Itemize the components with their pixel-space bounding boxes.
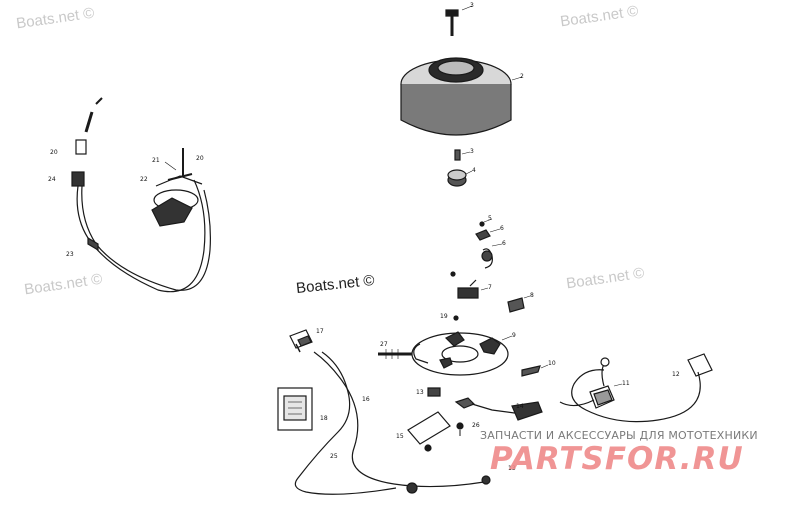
decal-part [277, 387, 313, 431]
callout-label: 6 [502, 240, 506, 247]
callout-label: 17 [316, 328, 324, 335]
left-harness [71, 97, 211, 293]
callout-label: 3 [470, 2, 474, 9]
callout-label: 20 [196, 155, 204, 162]
callout-label: 18 [320, 415, 328, 422]
spark-plug-lead [559, 353, 713, 423]
shop-logo: PARTSFOR.RU [490, 441, 744, 477]
callout-label: 2 [520, 73, 524, 80]
callout-label: 23 [66, 251, 74, 258]
callout-label: 12 [672, 371, 680, 378]
screw-part [445, 5, 473, 36]
left-stator [151, 148, 203, 227]
cover-plate [407, 411, 451, 452]
callout-label: 7 [488, 284, 492, 291]
callout-label: 27 [380, 341, 388, 348]
callout-label: 3 [470, 148, 474, 155]
callout-label: 20 [50, 149, 58, 156]
condenser-part [475, 218, 503, 269]
callout-label: 19 [440, 313, 448, 320]
callout-label: 26 [472, 422, 480, 429]
ignition-coil [589, 357, 623, 409]
callout-label: 9 [512, 332, 516, 339]
switch-wiring [289, 329, 491, 495]
callout-label: 25 [330, 453, 338, 460]
callout-label: 13 [508, 465, 516, 472]
callout-label: 6 [500, 225, 504, 232]
callout-label: 15 [396, 433, 404, 440]
flywheel-part [400, 57, 523, 136]
clip-part [427, 364, 549, 397]
callout-label: 10 [548, 360, 556, 367]
callout-label: 16 [362, 396, 370, 403]
contact-points [450, 271, 489, 299]
felt-part [507, 295, 531, 313]
callout-label: 11 [622, 380, 630, 387]
stator-plate [378, 315, 513, 376]
callout-label: 13 [416, 389, 424, 396]
callout-label: 22 [140, 176, 148, 183]
bracket-part [454, 397, 543, 436]
callout-label: 8 [530, 292, 534, 299]
key-and-nut [447, 149, 473, 187]
callout-label: 24 [48, 176, 56, 183]
callout-label: 21 [152, 157, 160, 164]
callout-label: 14 [516, 403, 524, 410]
callout-label: 5 [488, 215, 492, 222]
shop-caption: ЗАПЧАСТИ И АКСЕССУАРЫ ДЛЯ МОТОТЕХНИКИ [480, 429, 758, 442]
callout-label: 4 [472, 167, 476, 174]
